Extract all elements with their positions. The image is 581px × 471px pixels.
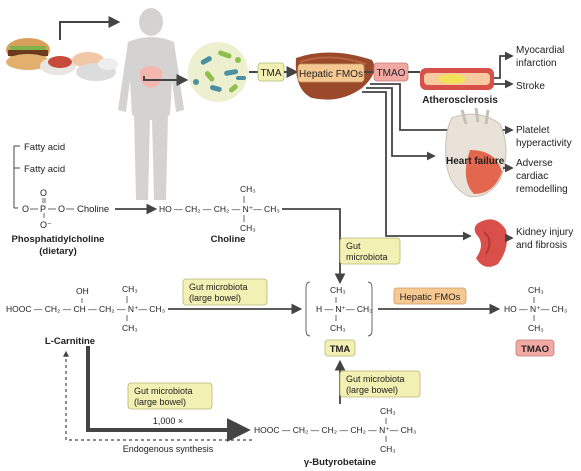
food-to-body-arrow [59, 16, 121, 40]
endogenous-label: Endogenous synthesis [123, 444, 214, 454]
gut-microbiota-box-carnitine: Gut microbiota (large bowel) [182, 278, 268, 306]
svg-text:CH₃: CH₃ [330, 285, 346, 295]
choline-structure: HO — CH₂ — CH₂ — N⁺— CH₃ CH₃ CH₃ Choline [159, 184, 280, 245]
atherosclerosis-label: Atherosclerosis [422, 95, 498, 106]
stroke-label: Stroke [516, 81, 545, 92]
svg-text:CH₃: CH₃ [528, 285, 544, 295]
gut-microbiota-box-lower: Gut microbiota (large bowel) [127, 382, 213, 410]
svg-text:O: O [22, 204, 29, 214]
myocardial-line2: infarction [516, 58, 557, 69]
svg-text:CH₃: CH₃ [330, 323, 346, 333]
hepatic-fmos-top-box: Hepatic FMOs [297, 63, 365, 83]
svg-text:O⁻: O⁻ [40, 220, 52, 230]
to-myocardial-arrow [494, 51, 514, 79]
kidney-illustration [474, 219, 507, 267]
svg-text:O: O [40, 188, 47, 198]
butyrobetaine-structure: HOOC — CH₂ — CH₂ — CH₂ — N⁺— CH₃ CH₃ CH₃… [254, 406, 416, 468]
svg-text:(large bowel): (large bowel) [346, 385, 398, 395]
artery-illustration [420, 68, 494, 90]
phosphatidylcholine-dietary: (dietary) [39, 246, 76, 257]
heart-illustration [445, 107, 507, 198]
fatty-acid-1: Fatty acid [24, 142, 65, 153]
hepatic-fmos-bottom-box: Hepatic FMOs [393, 287, 467, 305]
to-heart-arrow [366, 87, 436, 161]
tmao-structure: HO — N⁺— CH₃ CH₃ CH₃ [504, 285, 567, 333]
svg-text:CH₃: CH₃ [528, 323, 544, 333]
tma-top-label: TMA [260, 68, 281, 79]
choline-label: Choline [211, 234, 246, 245]
svg-text:(large bowel): (large bowel) [134, 397, 186, 407]
to-kidney-arrow [362, 91, 472, 241]
svg-text:HO — CH₂ — CH₂ — N⁺— CH₃: HO — CH₂ — CH₂ — N⁺— CH₃ [159, 204, 280, 214]
hepatic-fmos-top-label: Hepatic FMOs [299, 69, 363, 80]
body-to-microbiota-arrow [143, 74, 189, 86]
tma-center-structure: H — N⁺— CH₃ CH₃ CH₃ [305, 281, 373, 337]
myocardial-line1: Myocardial [516, 45, 564, 56]
adverse-line2: cardiac [516, 171, 548, 182]
svg-text:OH: OH [76, 286, 89, 296]
l-carnitine-label: L-Carnitine [45, 336, 95, 347]
svg-text:HOOC — CH₂ — CH — CH₂ — N⁺— CH: HOOC — CH₂ — CH — CH₂ — N⁺— CH₃ [6, 304, 165, 314]
food-illustration [6, 38, 118, 81]
heart-failure-label: Heart failure [446, 156, 505, 167]
tma-top-box: TMA [257, 62, 285, 82]
adverse-line1: Adverse [516, 158, 553, 169]
gut-microbiota-box-choline: Gut microbiota [339, 237, 401, 265]
choline-to-tma-arrow [282, 208, 346, 285]
svg-text:Gut: Gut [346, 241, 361, 251]
svg-text:HOOC — CH₂ — CH₂ — CH₂ — N⁺— C: HOOC — CH₂ — CH₂ — CH₂ — N⁺— CH₃ [254, 425, 416, 435]
endogenous-synthesis-arrow [63, 350, 252, 441]
fatty-acid-2: Fatty acid [24, 164, 65, 175]
svg-text:H — N⁺— CH₃: H — N⁺— CH₃ [316, 304, 373, 314]
carnitine-to-butyrobetaine-arrow [86, 346, 251, 442]
svg-text:CH₃: CH₃ [122, 284, 138, 294]
platelet-line1: Platelet [516, 125, 550, 136]
butyrobetaine-label: γ-Butyrobetaine [304, 457, 376, 468]
fold-label: 1,000 × [153, 416, 183, 426]
svg-text:CH₃: CH₃ [240, 184, 256, 194]
tmao-top-label: TMAO [377, 68, 406, 79]
svg-text:CH₃: CH₃ [240, 223, 256, 233]
platelet-line2: hyperactivity [516, 138, 572, 149]
kidney-line1: Kidney injury [516, 227, 573, 238]
l-carnitine-structure: HOOC — CH₂ — CH — CH₂ — N⁺— CH₃ OH CH₃ C… [6, 284, 165, 347]
microbiota-illustration [188, 42, 248, 102]
body-silhouette [118, 8, 184, 200]
svg-text:microbiota: microbiota [346, 252, 388, 262]
svg-text:(large bowel): (large bowel) [189, 293, 241, 303]
gut-microbiota-box-butyrobetaine: Gut microbiota (large bowel) [339, 370, 421, 398]
svg-text:CH₃: CH₃ [122, 323, 138, 333]
svg-text:TMA: TMA [330, 344, 351, 355]
tmao-bottom-box: TMAO [515, 339, 555, 357]
svg-text:Hepatic FMOs: Hepatic FMOs [400, 292, 461, 303]
svg-text:CH₃: CH₃ [380, 444, 396, 454]
svg-text:Gut microbiota: Gut microbiota [189, 282, 248, 292]
kidney-line2: and fibrosis [516, 240, 567, 251]
svg-text:Choline: Choline [77, 204, 109, 215]
svg-text:CH₃: CH₃ [380, 406, 396, 416]
svg-text:HO — N⁺— CH₃: HO — N⁺— CH₃ [504, 304, 567, 314]
tmao-top-box: TMAO [373, 62, 409, 82]
svg-text:TMAO: TMAO [521, 344, 549, 355]
svg-text:Gut microbiota: Gut microbiota [134, 386, 193, 396]
phosphatidylcholine-label: Phosphatidylcholine [12, 234, 105, 245]
tma-center-box: TMA [324, 339, 356, 357]
adverse-line3: remodelling [516, 184, 568, 195]
svg-text:Gut microbiota: Gut microbiota [346, 374, 405, 384]
phosphatidylcholine-structure: Fatty acid Fatty acid O P O O⁻ O Choline… [12, 142, 110, 257]
svg-text:P: P [40, 204, 46, 214]
svg-text:O: O [58, 204, 65, 214]
